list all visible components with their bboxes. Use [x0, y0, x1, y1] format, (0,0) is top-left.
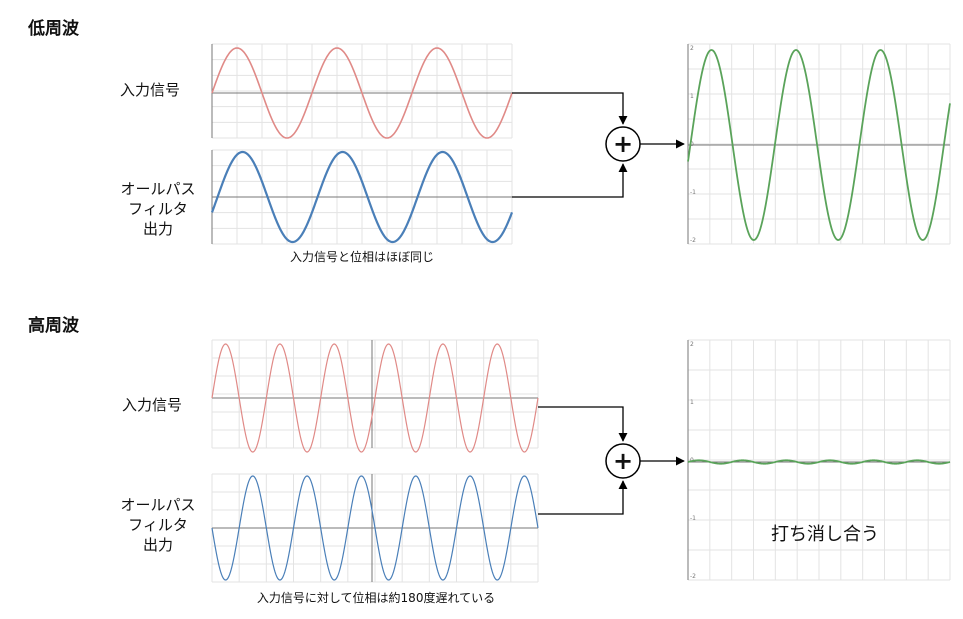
high-output-y-tick-label: -1 [690, 515, 696, 522]
low-output-y-tick-label: -2 [690, 237, 696, 244]
high-allpass-label-line1: オールパス [120, 496, 195, 514]
low-input-label: 入力信号 [120, 81, 180, 99]
low-adder-plus: + [613, 130, 633, 158]
low-output-plot: 2 1 0 -1 -2 [687, 43, 951, 245]
high-adder-plus: + [613, 447, 633, 475]
high-heading: 高周波 [28, 315, 80, 336]
low-allpass-label-line2: フィルタ [128, 200, 188, 218]
high-input-connector [538, 406, 628, 442]
high-output-y-tick-label: 1 [690, 399, 694, 406]
low-allpass-label-line3: 出力 [143, 220, 173, 238]
high-allpass-series-line [211, 475, 539, 581]
high-output-y-tick-label: 2 [690, 341, 694, 348]
low-input-connector [512, 92, 628, 125]
low-output-y-tick-label: 0 [690, 141, 694, 148]
low-output-y-tick-label: 2 [690, 45, 694, 52]
low-allpass-connector [512, 163, 628, 198]
low-allpass-series-line [210, 150, 514, 244]
high-allpass-plot [211, 473, 539, 583]
high-output-plot: 210-1-2 [687, 339, 951, 581]
low-allpass-plot [210, 149, 514, 245]
high-output-y-tick-label: -2 [690, 573, 696, 580]
low-input-plot [211, 43, 513, 139]
high-output-note: 打ち消し合う [771, 524, 879, 545]
high-allpass-label-line2: フィルタ [128, 516, 188, 534]
low-input-series-line [211, 47, 513, 139]
low-output-y-tick-label: -1 [690, 189, 696, 196]
high-allpass-label-line3: 出力 [143, 536, 173, 554]
low-allpass-label-line1: オールパス [120, 180, 195, 198]
high-caption: 入力信号に対して位相は約180度遅れている [257, 590, 495, 605]
high-input-label: 入力信号 [122, 396, 182, 414]
high-output-series-line [687, 459, 951, 465]
high-allpass-connector [538, 480, 628, 515]
low-output-y-tick-label: 1 [690, 93, 694, 100]
high-input-series-line [211, 343, 539, 453]
low-heading: 低周波 [27, 18, 80, 39]
low-caption: 入力信号と位相はほぼ同じ [290, 249, 434, 264]
low-output-series-line [687, 49, 951, 241]
high-input-plot [211, 339, 539, 453]
